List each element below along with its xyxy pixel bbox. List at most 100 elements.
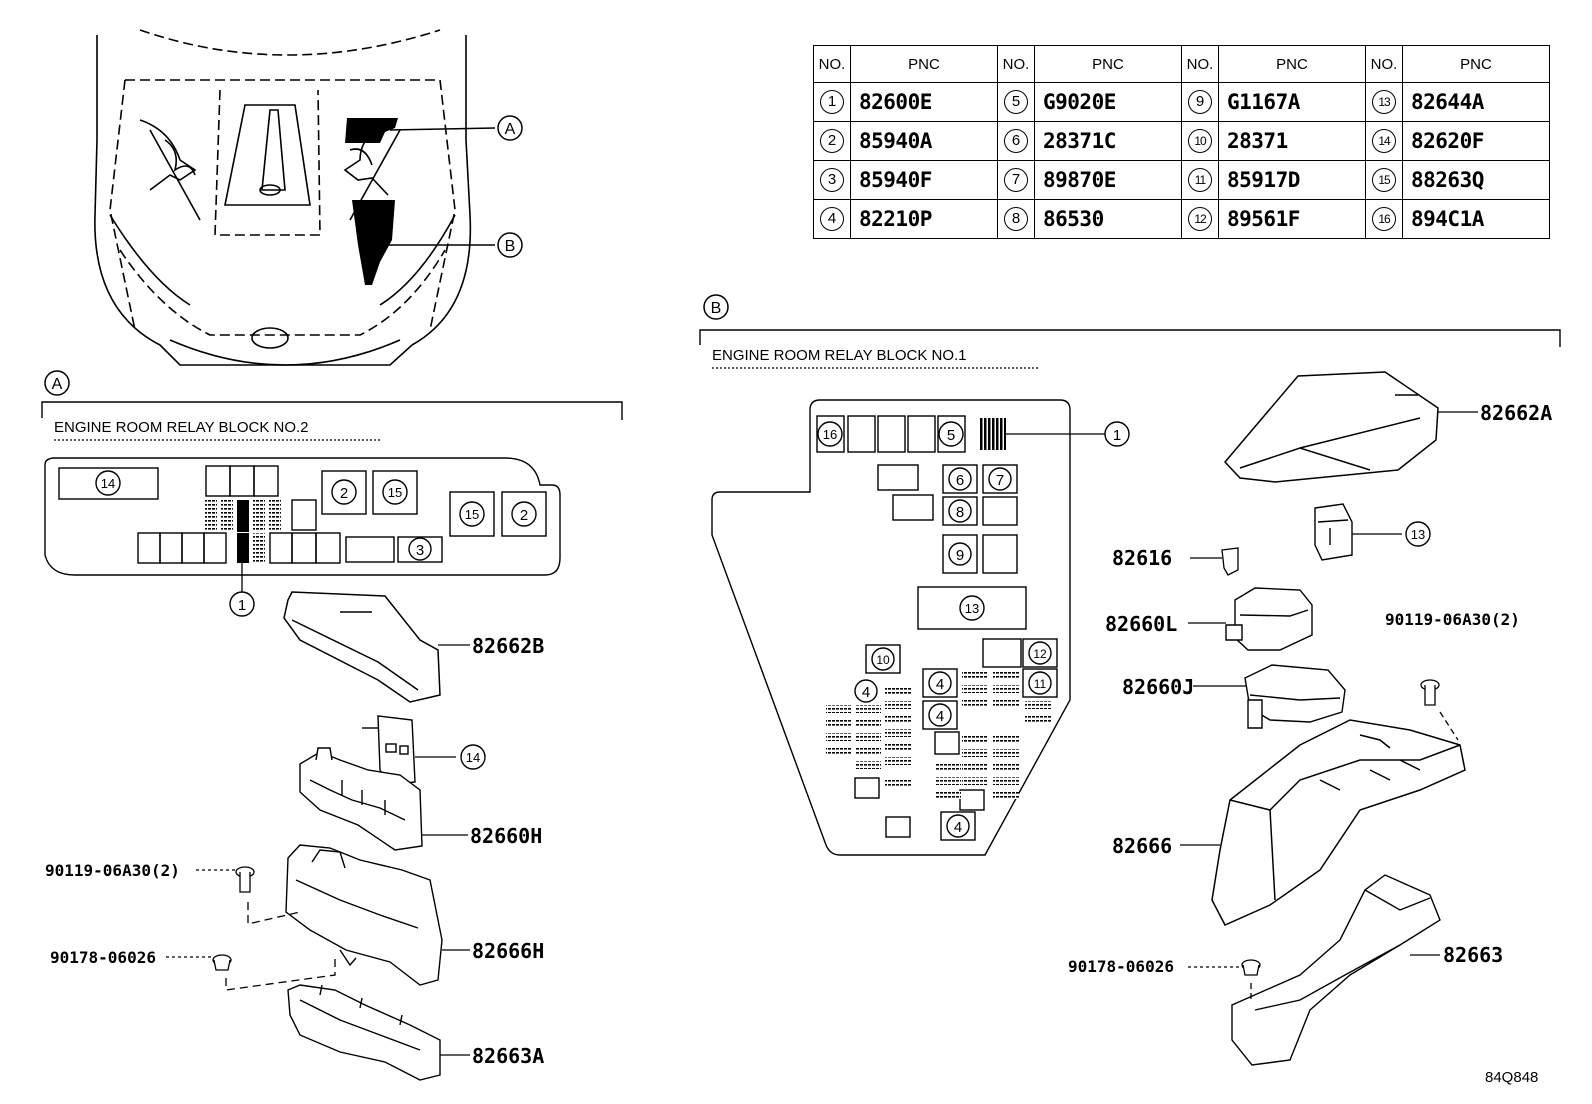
svg-text:2: 2 xyxy=(520,507,528,524)
svg-text:7: 7 xyxy=(996,472,1004,489)
svg-text:9: 9 xyxy=(956,547,964,564)
slot-b-12: 12 xyxy=(1028,641,1052,665)
slot-b-6: 6 xyxy=(948,467,972,491)
pnc-cell: 85940A xyxy=(850,121,998,161)
svg-text:16: 16 xyxy=(823,427,837,442)
svg-text:B: B xyxy=(505,238,516,255)
row-number: 14 xyxy=(1372,129,1396,153)
section-a-title: ENGINE ROOM RELAY BLOCK NO.2 xyxy=(54,419,309,436)
slot-b-4b: 4 xyxy=(928,671,952,695)
section-b-header: B ENGINE ROOM RELAY BLOCK NO.1 xyxy=(699,294,1561,369)
leaders-a xyxy=(166,644,470,1056)
clip-82616-drawing xyxy=(1221,547,1239,576)
row-number: 10 xyxy=(1188,129,1212,153)
section-a-header: A ENGINE ROOM RELAY BLOCK NO.2 xyxy=(41,370,623,441)
part-nut-b-label: 90178-06026 xyxy=(1068,957,1174,976)
row-number: 9 xyxy=(1188,90,1212,114)
figure-code: 84Q848 xyxy=(1485,1069,1538,1086)
row-number: 16 xyxy=(1372,207,1396,231)
svg-text:15: 15 xyxy=(388,485,402,500)
part-13-callout: 13 xyxy=(1405,521,1431,547)
svg-text:15: 15 xyxy=(465,507,479,522)
header-no: NO. xyxy=(813,45,851,83)
part-nut-a-label: 90178-06026 xyxy=(50,948,156,967)
pnc-cell: 89870E xyxy=(1034,160,1182,200)
part-bolt-a-label: 90119-06A30(2) xyxy=(45,861,180,880)
pnc-cell: 28371C xyxy=(1034,121,1182,161)
svg-text:10: 10 xyxy=(876,653,890,667)
fuse-row-a xyxy=(205,500,281,563)
table-row: 3 85940F 7 89870E 11 85917D 15 88263Q xyxy=(813,160,1550,200)
svg-text:12: 12 xyxy=(1033,647,1047,661)
svg-text:11: 11 xyxy=(1034,677,1047,691)
part-82662b-label: 82662B xyxy=(472,634,544,658)
pnc-cell: 82644A xyxy=(1402,82,1550,122)
row-number: 8 xyxy=(1004,207,1028,231)
pnc-cell: 894C1A xyxy=(1402,199,1550,239)
header-pnc: PNC xyxy=(1402,45,1550,83)
slot-b-16: 16 xyxy=(817,421,843,447)
pnc-cell: 82600E xyxy=(850,82,998,122)
header-pnc: PNC xyxy=(1218,45,1366,83)
slot-b-4c: 4 xyxy=(928,703,952,727)
svg-text:4: 4 xyxy=(954,819,962,836)
svg-text:8: 8 xyxy=(956,504,964,521)
part-14-callout: 14 xyxy=(460,744,486,770)
slot-a-14: 14 xyxy=(95,470,121,496)
slot-b-1: 1 xyxy=(1006,421,1130,447)
slot-b-8: 8 xyxy=(948,499,972,523)
svg-text:3: 3 xyxy=(416,542,424,559)
pnc-cell: 85940F xyxy=(850,160,998,200)
relay-block-a-marker xyxy=(345,118,398,143)
block-82660j-drawing xyxy=(1244,664,1346,729)
svg-text:14: 14 xyxy=(101,476,115,491)
svg-text:13: 13 xyxy=(965,601,979,616)
part-bolt-b-label: 90119-06A30(2) xyxy=(1385,610,1520,629)
svg-text:A: A xyxy=(52,376,63,393)
pnc-cell: 82620F xyxy=(1402,121,1550,161)
bolt-drawing-b xyxy=(1420,679,1459,741)
cover-82662a-drawing xyxy=(1223,371,1439,483)
part-82663a-label: 82663A xyxy=(472,1044,544,1068)
bolt-drawing-a xyxy=(235,866,301,925)
slot-a-2b: 2 xyxy=(511,501,537,527)
part-82662a-label: 82662A xyxy=(1480,401,1552,425)
svg-text:13: 13 xyxy=(1411,527,1425,542)
pnc-cell: 89561F xyxy=(1218,199,1366,239)
part-82660h-label: 82660H xyxy=(470,824,542,848)
pnc-cell: 85917D xyxy=(1218,160,1366,200)
car-overview xyxy=(94,29,472,366)
part-82660j-label: 82660J xyxy=(1122,675,1194,699)
svg-text:4: 4 xyxy=(936,708,944,725)
slot-b-4d: 4 xyxy=(946,814,970,838)
row-number: 6 xyxy=(1004,129,1028,153)
svg-text:A: A xyxy=(505,121,516,138)
pnc-table: NO. PNC NO. PNC NO. PNC NO. PNC 1 82600E… xyxy=(813,45,1550,239)
slot-b-13: 13 xyxy=(959,595,985,621)
slot-b-4a: 4 xyxy=(854,679,878,703)
svg-text:1: 1 xyxy=(1113,427,1121,444)
svg-text:B: B xyxy=(711,300,722,317)
pnc-table-header: NO. PNC NO. PNC NO. PNC NO. PNC xyxy=(813,45,1550,83)
row-number: 1 xyxy=(820,90,844,114)
row-number: 12 xyxy=(1188,207,1212,231)
row-number: 15 xyxy=(1372,168,1396,192)
table-row: 2 85940A 6 28371C 10 28371 14 82620F xyxy=(813,121,1550,161)
pnc-cell: 88263Q xyxy=(1402,160,1550,200)
relay-block-b-layout xyxy=(711,399,1071,856)
svg-text:4: 4 xyxy=(936,676,944,693)
header-no: NO. xyxy=(997,45,1035,83)
relay-block-b-marker xyxy=(352,200,395,285)
svg-text:4: 4 xyxy=(862,684,870,701)
slot-b-11: 11 xyxy=(1028,671,1052,695)
slot-b-9: 9 xyxy=(948,542,972,566)
header-pnc: PNC xyxy=(1034,45,1182,83)
callout-b-top: B xyxy=(497,232,523,258)
box-82666h-drawing xyxy=(285,844,443,986)
slot-b-10: 10 xyxy=(871,647,895,671)
slot-b-7: 7 xyxy=(988,467,1012,491)
pnc-cell: G1167A xyxy=(1218,82,1366,122)
row-number: 13 xyxy=(1372,90,1396,114)
header-no: NO. xyxy=(1181,45,1219,83)
